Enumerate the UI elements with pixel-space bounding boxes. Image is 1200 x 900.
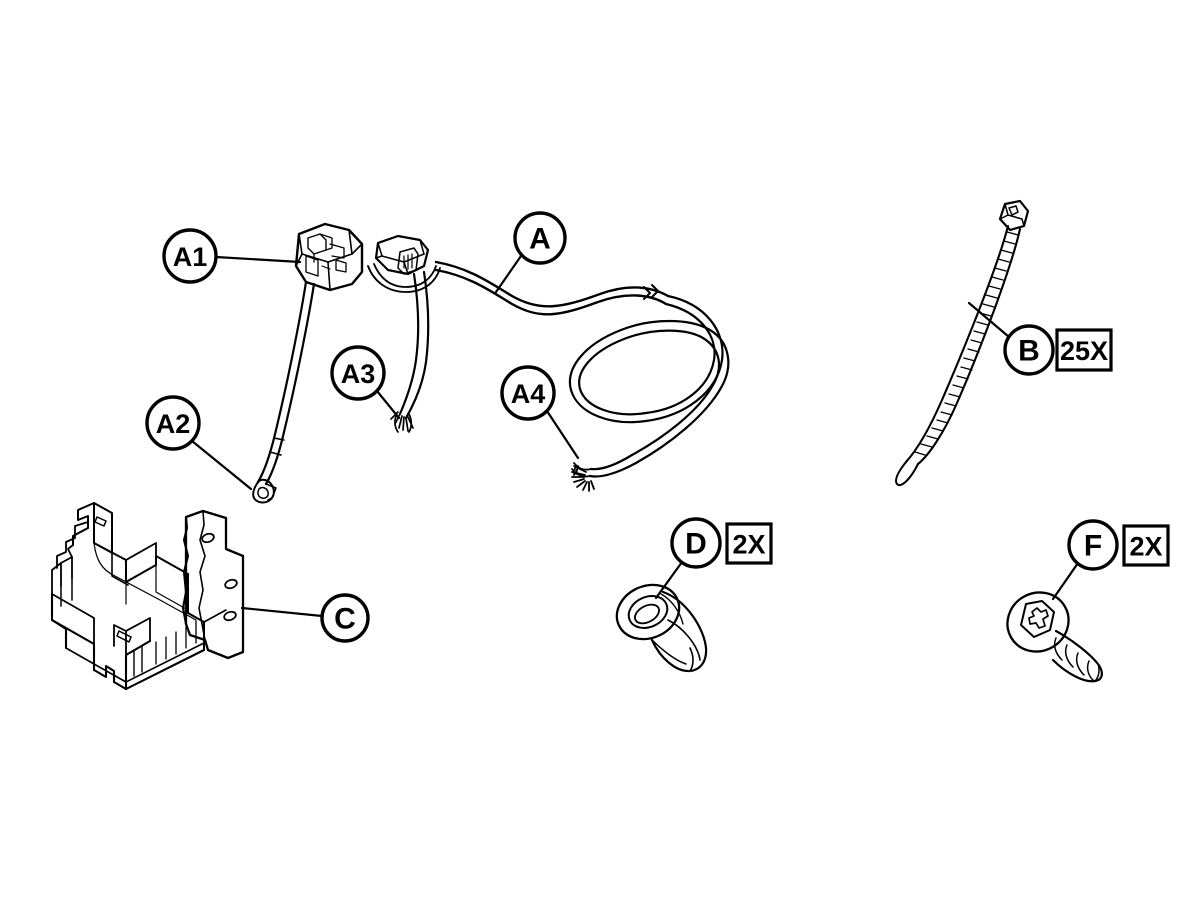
screw-phillips-recess bbox=[1028, 607, 1049, 629]
part-a-wiring-harness[interactable] bbox=[252, 222, 730, 504]
a1-secondary-connector bbox=[367, 234, 441, 293]
callout-label-a2: A2 bbox=[156, 409, 191, 439]
harness-main-cable bbox=[434, 260, 670, 316]
callout-label-a3: A3 bbox=[341, 359, 376, 389]
callout-leader-a3 bbox=[375, 389, 401, 420]
screw-hex-boss bbox=[1020, 600, 1055, 638]
part-f-screw[interactable] bbox=[997, 581, 1103, 683]
callout-leader-b bbox=[967, 301, 1011, 339]
callout-leader-a bbox=[494, 254, 523, 294]
callout-label-a1: A1 bbox=[173, 242, 208, 272]
a1-main-connector bbox=[294, 222, 364, 292]
rivet-head-inner bbox=[627, 595, 669, 629]
callout-label-b: B bbox=[1018, 335, 1040, 368]
cable-tie-teeth bbox=[914, 231, 1019, 456]
callout-bubble-a4[interactable] bbox=[500, 365, 556, 421]
screw-threads bbox=[1053, 637, 1095, 682]
callout-leader-a1 bbox=[214, 255, 302, 264]
callout-a1[interactable]: A1 bbox=[162, 228, 302, 284]
quantity-box-d bbox=[725, 522, 773, 565]
a2-branch-cable bbox=[252, 280, 316, 504]
callout-bubble-d[interactable] bbox=[670, 517, 722, 569]
callout-label-f: F bbox=[1084, 530, 1102, 563]
quantity-label-d: 2X bbox=[732, 530, 765, 560]
bracket-hole-bottom bbox=[223, 610, 237, 622]
callout-label-a: A bbox=[529, 223, 551, 256]
callout-bubble-a2[interactable] bbox=[145, 395, 201, 451]
part-b-cable-tie[interactable] bbox=[895, 199, 1030, 486]
callout-leader-a4 bbox=[545, 409, 580, 460]
callout-bubble-a3[interactable] bbox=[330, 345, 386, 401]
callout-bubble-f[interactable] bbox=[1067, 519, 1119, 571]
bracket-tab-slot-upper bbox=[94, 516, 107, 527]
rivet-head-bore bbox=[634, 603, 660, 625]
callout-label-d: D bbox=[685, 528, 707, 561]
part-d-push-rivet[interactable] bbox=[608, 575, 708, 673]
cable-break-mark bbox=[643, 284, 659, 300]
part-c-mounting-bracket[interactable] bbox=[50, 502, 245, 691]
screw-head-flange bbox=[1006, 591, 1070, 653]
quantity-box-f bbox=[1122, 524, 1170, 567]
bracket-hole-middle bbox=[224, 578, 238, 590]
callout-a[interactable]: A bbox=[494, 211, 567, 294]
bracket-hole-top bbox=[201, 532, 215, 544]
callout-f[interactable]: F 2X bbox=[1051, 519, 1170, 601]
harness-cable-loop bbox=[568, 294, 730, 478]
a4-wire-ends bbox=[571, 462, 595, 492]
callout-label-c: C bbox=[334, 603, 356, 636]
callout-bubble-a[interactable] bbox=[513, 211, 567, 265]
callout-a2[interactable]: A2 bbox=[145, 395, 253, 491]
callout-bubble-c[interactable] bbox=[320, 593, 370, 643]
a3-branch-cable bbox=[390, 270, 430, 433]
bracket-tab-slot-lower bbox=[116, 630, 132, 643]
callout-a4[interactable]: A4 bbox=[500, 365, 580, 460]
callout-bubble-a1[interactable] bbox=[162, 228, 218, 284]
callout-leader-d bbox=[654, 560, 684, 600]
quantity-label-b: 25X bbox=[1060, 336, 1108, 366]
quantity-label-f: 2X bbox=[1129, 532, 1162, 562]
callout-leader-c bbox=[240, 606, 324, 618]
quantity-box-b bbox=[1055, 328, 1113, 372]
callout-leader-f bbox=[1051, 561, 1080, 601]
callout-label-a4: A4 bbox=[511, 379, 546, 409]
callout-d[interactable]: D 2X bbox=[654, 517, 773, 600]
callout-bubble-b[interactable] bbox=[1003, 324, 1055, 376]
callout-c[interactable]: C bbox=[240, 593, 370, 643]
callout-leader-a2 bbox=[190, 439, 253, 491]
callout-b[interactable]: B 25X bbox=[967, 301, 1113, 376]
callout-a3[interactable]: A3 bbox=[330, 345, 401, 420]
